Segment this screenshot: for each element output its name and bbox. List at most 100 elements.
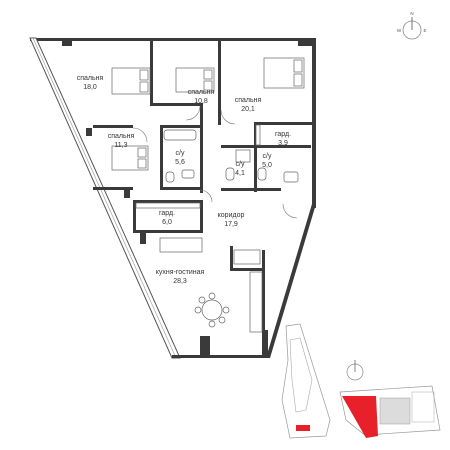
- apartment-marker-small: [296, 425, 310, 431]
- room-name-corridor: коридор: [218, 212, 245, 219]
- room-name-bathroom-1: с/у: [176, 150, 185, 157]
- column: [200, 336, 210, 358]
- toilet: [225, 167, 235, 181]
- column: [140, 232, 146, 244]
- room-area-kitchen-living: 28,3: [173, 278, 187, 285]
- wall-hall-top: [160, 125, 200, 128]
- room-name-bedroom-4: спальня: [108, 133, 135, 140]
- door-swing: [185, 105, 201, 121]
- room-labels: спальня 18,0 спальня 10,8 спальня 20,1 с…: [77, 75, 291, 285]
- pillow: [137, 158, 147, 169]
- room-name-bathroom-3: с/у: [263, 153, 272, 160]
- building-inner: [289, 337, 313, 413]
- right-slanted-wall: [266, 204, 316, 358]
- room-area-corridor: 17,9: [224, 221, 238, 228]
- room-area-bedroom-1: 18,0: [83, 84, 97, 91]
- chair: [208, 292, 216, 300]
- wall-ward2-left: [133, 200, 136, 232]
- wall-bed4-bottom: [93, 187, 133, 190]
- toilet: [165, 171, 175, 183]
- wall-bath1-bottom: [160, 187, 202, 190]
- shelf: [135, 202, 201, 209]
- kitchen-appliance: [233, 249, 261, 265]
- column: [86, 128, 92, 136]
- column: [262, 330, 268, 358]
- pillow: [203, 69, 213, 80]
- pillow: [293, 73, 303, 87]
- wall-kitchen-right: [262, 250, 265, 330]
- room-area-bathroom-3: 5,0: [262, 162, 272, 169]
- wall-ward2-bottom: [133, 230, 203, 233]
- pillow: [293, 59, 303, 73]
- chair: [194, 306, 202, 314]
- sofa: [159, 237, 203, 253]
- pillow: [139, 69, 149, 81]
- compass-e-label: E: [423, 28, 426, 33]
- door-swing: [199, 189, 213, 203]
- compass-top: N E W: [397, 11, 427, 40]
- shower: [235, 149, 251, 163]
- room-name-bedroom-2: спальня: [188, 89, 215, 96]
- room-area-wardrobe-1: 3,9: [278, 140, 288, 147]
- wall-bath2-top: [221, 145, 311, 148]
- top-wall: [30, 38, 315, 41]
- wall-ward1-top: [254, 122, 312, 125]
- wall-bath-bottom: [221, 188, 281, 191]
- room-area-bedroom-3: 20,1: [241, 106, 255, 113]
- wall-bed1-bottom: [93, 125, 133, 128]
- room-area-bathroom-2: 4,1: [235, 170, 245, 177]
- wall-bath1-left: [160, 125, 163, 189]
- dining-table: [201, 299, 223, 321]
- building-outline: [281, 323, 331, 439]
- diagonal-facade: [29, 37, 181, 359]
- pillow: [203, 80, 213, 91]
- room-area-bedroom-4: 11,3: [114, 142, 127, 149]
- wall-ward2-right: [200, 200, 203, 233]
- right-wall: [312, 38, 316, 208]
- shelf: [255, 124, 261, 146]
- exterior-walls: [30, 38, 316, 358]
- chair: [222, 306, 230, 314]
- pillow: [137, 147, 147, 158]
- room-area-wardrobe-2: 6,0: [162, 219, 172, 226]
- column: [298, 38, 312, 46]
- room-name-wardrobe-2: гард.: [159, 210, 175, 217]
- wall-bed2-bed3: [218, 41, 221, 125]
- chair: [198, 296, 206, 304]
- compass-n-label: N: [410, 11, 413, 16]
- door-swing: [220, 109, 236, 125]
- door-swing: [282, 203, 298, 219]
- wall-ward2-top: [133, 200, 203, 203]
- room-name-kitchen-living: кухня-гостиная: [156, 269, 205, 276]
- compass-w-label: W: [397, 28, 402, 33]
- furniture: [111, 57, 305, 333]
- room-name-bedroom-1: спальня: [77, 75, 104, 82]
- column: [62, 38, 72, 46]
- wall-bath2-bath3: [254, 122, 257, 192]
- interior-walls: [93, 41, 312, 330]
- toilet: [257, 167, 267, 181]
- wall-bath1-right: [200, 103, 203, 193]
- sink: [181, 169, 195, 179]
- key-plan: [281, 323, 441, 439]
- bathtub: [163, 129, 197, 141]
- wall-bed1-bed2: [150, 41, 153, 105]
- wall-kitchen-niche: [230, 246, 233, 270]
- room-area-bathroom-1: 5,6: [175, 159, 185, 166]
- pillow: [139, 81, 149, 93]
- chair: [208, 320, 216, 328]
- room-area-bedroom-2: 10,8: [194, 98, 208, 105]
- kitchen-counter: [249, 271, 263, 333]
- room-name-bathroom-2: с/у: [236, 161, 245, 168]
- room-name-wardrobe-1: гард.: [275, 131, 291, 138]
- door-swing: [132, 127, 148, 143]
- chair: [218, 316, 226, 324]
- sink: [283, 171, 299, 183]
- building-wing: [411, 391, 435, 423]
- wall-bed2-bottom: [150, 103, 200, 106]
- column: [124, 190, 130, 198]
- doors: [132, 105, 298, 219]
- room-name-bedroom-3: спальня: [235, 97, 262, 104]
